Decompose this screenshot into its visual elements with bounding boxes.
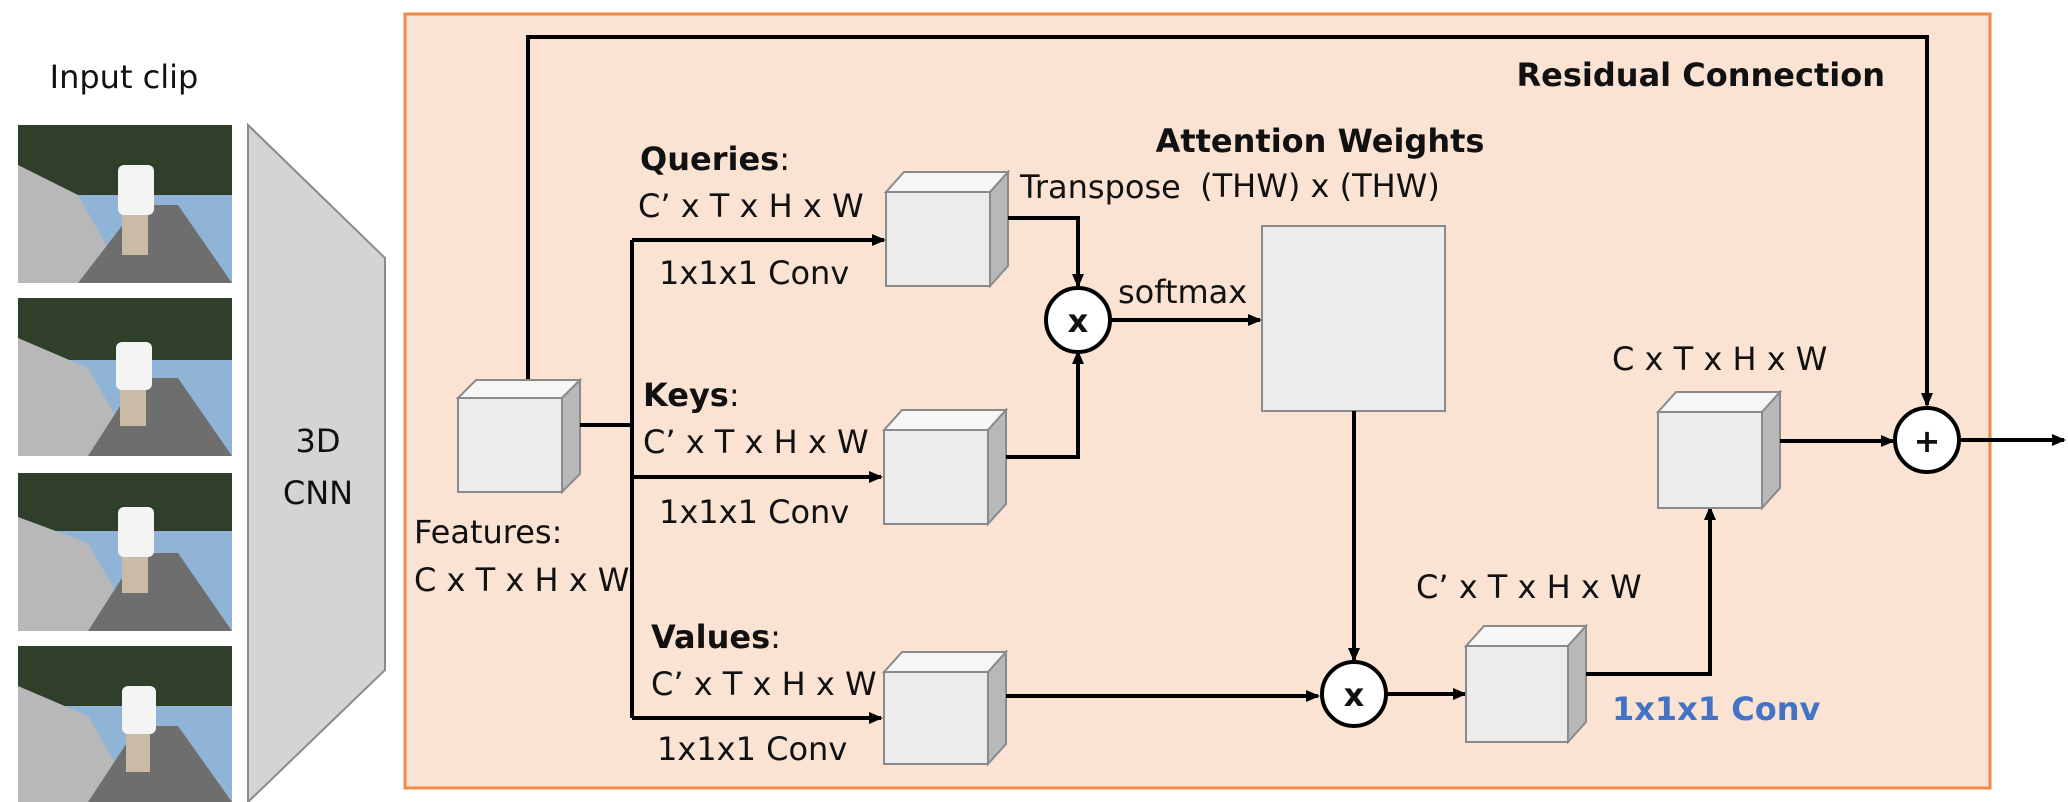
output-to-final-arrow [1586,506,1716,676]
features-cube [455,377,583,495]
input-clip-label: Input clip [50,58,199,96]
softmax-label: softmax [1118,273,1247,311]
values-cube [881,649,1009,767]
sum-node: + [1893,406,1961,474]
cnn-label-line2: CNN [283,474,353,512]
queries-to-mult-arrow [1008,216,1084,288]
matmul-symbol-1: x [1068,302,1089,340]
video-frame [18,298,232,456]
keys-cube [881,407,1009,527]
final-cube [1655,389,1783,511]
queries-dims: C’ x T x H x W [638,187,864,225]
features-label: Features: [414,513,562,551]
queries-conv-label: 1x1x1 Conv [659,254,849,292]
final-dims: C x T x H x W [1612,340,1827,378]
plus-symbol: + [1914,422,1941,460]
attention-dims: (THW) x (THW) [1200,167,1440,205]
keys-to-mult-arrow [1006,350,1084,459]
matmul-node-2: x [1320,660,1388,728]
video-frame [18,473,232,631]
matmul-node-1: x [1044,286,1112,354]
keys-dims: C’ x T x H x W [643,423,869,461]
attention-weights-matrix [1261,225,1446,412]
matmul-symbol-2: x [1344,676,1365,714]
queries-cube [883,169,1011,289]
transpose-label: Transpose [1019,168,1181,206]
values-title: Values: [651,618,781,656]
video-frame [18,646,232,802]
output-conv-label: 1x1x1 Conv [1612,690,1820,728]
values-conv-label: 1x1x1 Conv [657,730,847,768]
queries-title: Queries: [640,140,790,178]
input-frames [18,125,232,802]
residual-connection-label: Residual Connection [1517,56,1885,94]
features-dims: C x T x H x W [414,561,629,599]
keys-title: Keys: [643,376,740,414]
residual-arrow [526,35,1933,407]
cnn-trapezoid [247,122,386,802]
cnn-label-line1: 3D [296,422,341,460]
video-frame [18,125,232,283]
output-dims: C’ x T x H x W [1416,568,1642,606]
output-cube [1463,623,1589,745]
keys-conv-label: 1x1x1 Conv [659,493,849,531]
values-dims: C’ x T x H x W [651,665,877,703]
attention-title: Attention Weights [1156,122,1485,160]
